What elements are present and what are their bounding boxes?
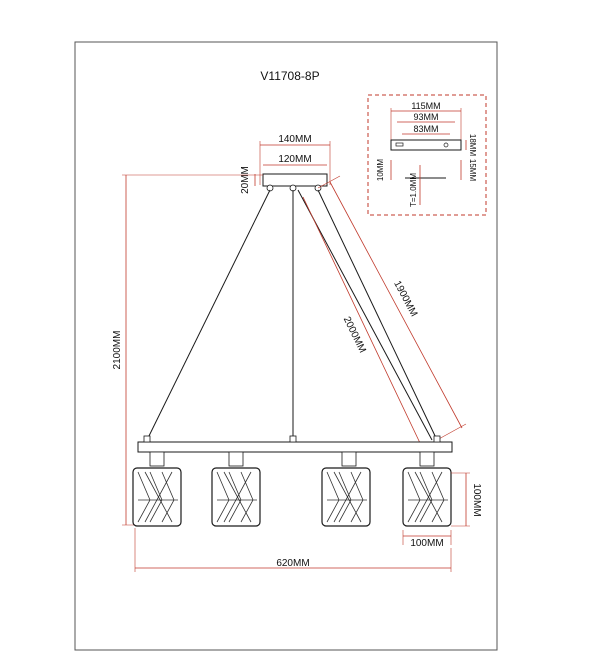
canopy-body bbox=[262, 173, 328, 187]
detail-thickness: T=1.0MM bbox=[409, 173, 418, 207]
mount-plate bbox=[390, 139, 462, 151]
shade-1 bbox=[132, 451, 182, 527]
detail-dim-10: 10MM bbox=[376, 159, 385, 182]
shade-2 bbox=[211, 451, 261, 527]
shade-height-label: 100MM bbox=[471, 483, 482, 516]
detail-dim-18: 18MM bbox=[468, 134, 477, 157]
detail-dim-83: 83MM bbox=[413, 124, 438, 134]
cable-length-inner-label: 2000MM bbox=[341, 315, 368, 355]
light-bar bbox=[137, 441, 453, 453]
drawing-frame bbox=[74, 41, 498, 651]
shade-4 bbox=[402, 451, 452, 527]
shade-3 bbox=[321, 451, 371, 527]
shade-width-label: 100MM bbox=[410, 538, 443, 549]
canopy-base-label: 120MM bbox=[278, 154, 311, 165]
canopy: 140MM 120MM 20MM bbox=[240, 134, 331, 194]
detail-dim-115: 115MM bbox=[411, 101, 440, 111]
detail-frame bbox=[367, 94, 487, 216]
canopy-height-label: 20MM bbox=[240, 166, 251, 194]
detail-view: 115MM 93MM 83MM 18MM 10MM 15MM T=1.0MM bbox=[367, 94, 487, 216]
detail-dim-15: 15MM bbox=[468, 159, 477, 182]
cable-length-outer-label: 1900MM bbox=[391, 279, 419, 319]
detail-dim-93: 93MM bbox=[413, 112, 438, 122]
overall-width-label: 620MM bbox=[276, 558, 309, 569]
model-title: V11708-8P bbox=[260, 69, 319, 83]
suspension-cables bbox=[146, 189, 438, 441]
canopy-width-label: 140MM bbox=[278, 134, 311, 145]
overall-height-label: 2100MM bbox=[112, 331, 123, 370]
